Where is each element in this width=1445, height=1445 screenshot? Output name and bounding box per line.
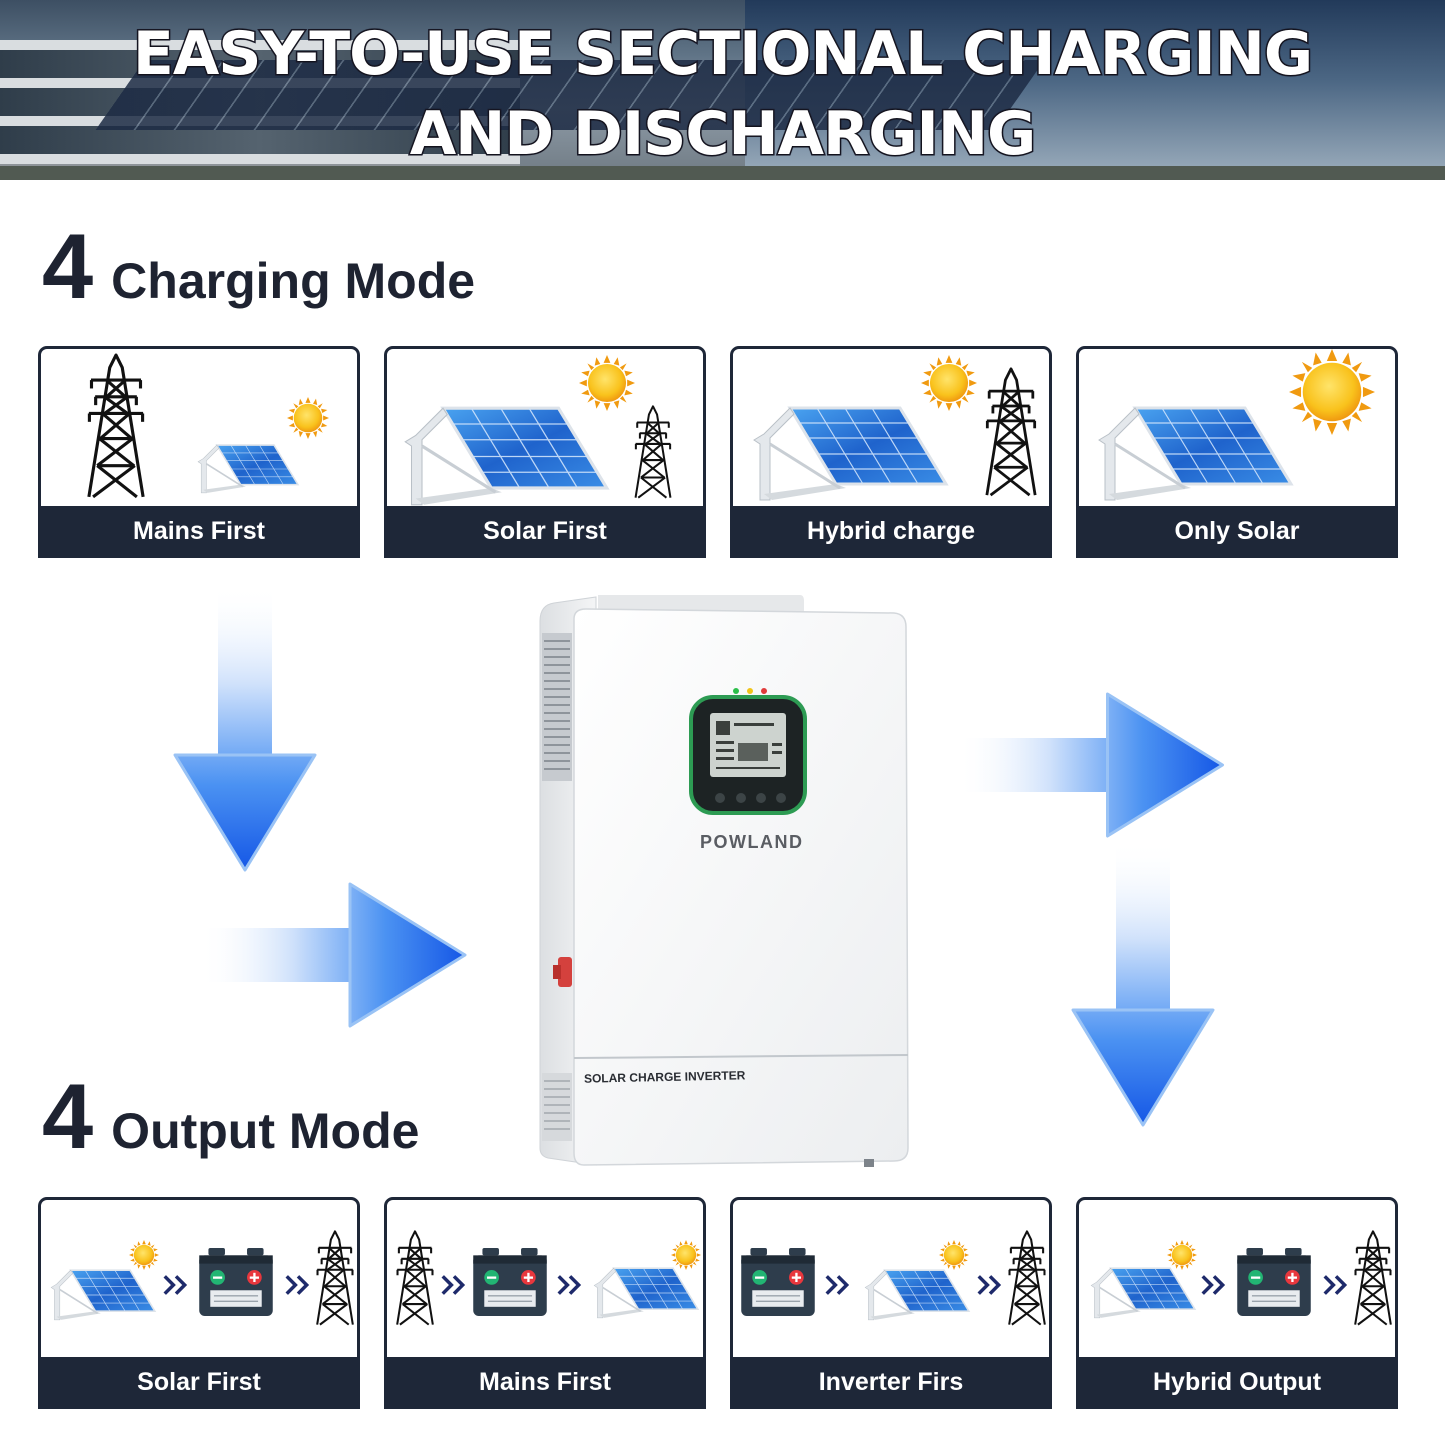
arrow-right-from-inverter — [957, 692, 1224, 838]
charging-card-label: Only Solar — [1079, 506, 1395, 555]
battery-icon — [473, 1248, 547, 1316]
solar-panel-icon — [864, 1269, 970, 1321]
power-tower-icon — [395, 1230, 435, 1326]
sun-icon — [287, 397, 329, 439]
sun-icon — [671, 1240, 701, 1270]
solar-panel-icon — [593, 1267, 699, 1319]
chevron-right-icon — [1201, 1274, 1225, 1296]
chevron-right-icon — [977, 1274, 1001, 1296]
banner-ground — [0, 166, 1445, 180]
output-card-mains-first: Mains First — [384, 1197, 706, 1409]
charging-mode-title: Charging Mode — [111, 253, 476, 309]
battery-icon — [741, 1248, 815, 1316]
chevron-right-icon — [557, 1274, 581, 1296]
banner-title-line1: EASY-TO-USE SECTIONAL CHARGING — [131, 18, 1314, 91]
charging-mode-number: 4 — [42, 216, 94, 318]
charging-card-label: Mains First — [41, 506, 357, 555]
solar-panel-icon — [403, 406, 609, 507]
output-card-label: Solar First — [41, 1357, 357, 1406]
side-vents — [542, 633, 572, 1141]
output-mode-title: Output Mode — [111, 1103, 420, 1159]
sun-icon — [921, 355, 977, 411]
arrow-down-right — [1071, 840, 1215, 1127]
output-card-hybrid-output: Hybrid Output — [1076, 1197, 1398, 1409]
power-tower-icon — [86, 353, 146, 499]
solar-panel-icon — [1090, 1267, 1196, 1319]
power-tower-icon — [315, 1230, 355, 1326]
output-card-solar-first: Solar First — [38, 1197, 360, 1409]
output-card-label: Mains First — [387, 1357, 703, 1406]
charging-card-solar-first: Solar First — [384, 346, 706, 558]
battery-icon — [1237, 1248, 1311, 1316]
power-tower-icon — [633, 405, 673, 499]
banner: EASY-TO-USE SECTIONAL CHARGING AND DISCH… — [0, 0, 1445, 180]
charging-card-label: Hybrid charge — [733, 506, 1049, 555]
chevron-right-icon — [163, 1274, 187, 1296]
chevron-right-icon — [1323, 1274, 1347, 1296]
solar-panel-icon — [197, 444, 299, 494]
power-tower-icon — [1353, 1230, 1393, 1326]
charging-card-hybrid-charge: Hybrid charge — [730, 346, 1052, 558]
sun-icon — [1289, 349, 1375, 435]
arrow-right-to-inverter — [200, 882, 467, 1028]
chevron-right-icon — [825, 1274, 849, 1296]
sun-icon — [1167, 1240, 1197, 1270]
output-card-inverter-first: Inverter Firs — [730, 1197, 1052, 1409]
charging-card-mains-first: Mains First — [38, 346, 360, 558]
power-tower-icon — [1007, 1230, 1047, 1326]
arrow-down-left — [173, 585, 317, 872]
chevron-right-icon — [441, 1274, 465, 1296]
battery-icon — [199, 1248, 273, 1316]
status-leds — [733, 688, 767, 694]
solar-panel-icon — [50, 1269, 156, 1321]
banner-title: EASY-TO-USE SECTIONAL CHARGING AND DISCH… — [0, 14, 1445, 174]
charging-card-label: Solar First — [387, 506, 703, 555]
output-mode-number: 4 — [42, 1066, 94, 1168]
banner-title-line2: AND DISCHARGING — [408, 98, 1038, 171]
brand-logo: POWLAND — [700, 832, 804, 852]
sun-icon — [939, 1240, 969, 1270]
sun-icon — [579, 355, 635, 411]
solar-charge-inverter — [539, 595, 909, 1167]
chevron-right-icon — [285, 1274, 309, 1296]
output-card-label: Hybrid Output — [1079, 1357, 1395, 1406]
breaker-switch[interactable] — [553, 957, 572, 987]
solar-panel-icon — [1097, 406, 1293, 502]
charging-card-only-solar: Only Solar — [1076, 346, 1398, 558]
sun-icon — [129, 1240, 159, 1270]
power-tower-icon — [984, 367, 1038, 497]
solar-panel-icon — [752, 406, 948, 502]
output-card-label: Inverter Firs — [733, 1357, 1049, 1406]
output-mode-heading: 4 Output Mode — [42, 1066, 420, 1168]
charging-mode-heading: 4 Charging Mode — [42, 216, 476, 318]
display-buttons[interactable] — [715, 793, 786, 803]
